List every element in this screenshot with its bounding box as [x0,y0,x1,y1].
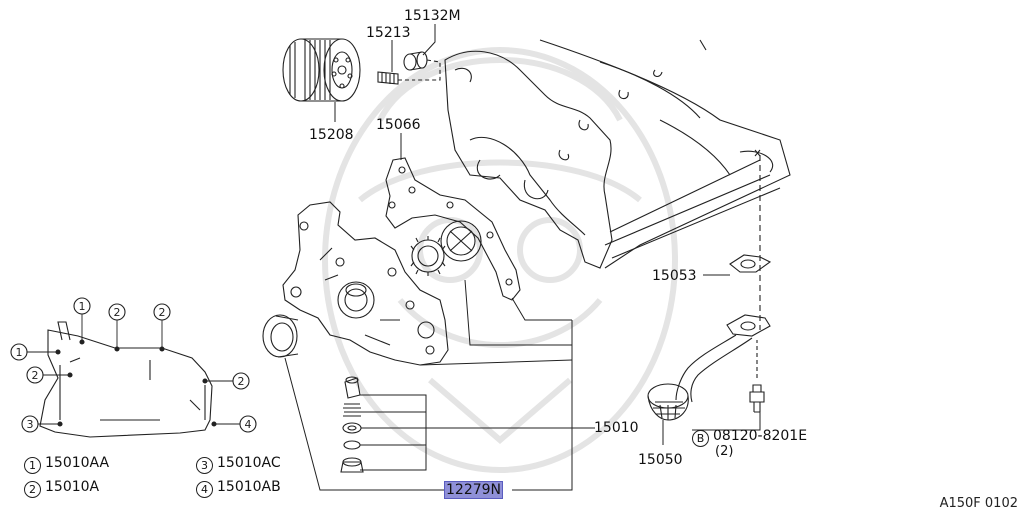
legend-part-3: 15010AC [217,455,281,471]
gasket-15066-drawing [385,157,521,301]
part-label-15066[interactable]: 15066 [376,117,421,133]
strainer-gasket-drawing [729,254,772,273]
legend-num-4: 4 [196,481,213,498]
inset-callout-2b: 2 [159,306,166,319]
figure-code: A150F 0102 [939,496,1018,511]
oil-filter-drawing [282,38,361,102]
inset-callout-2c: 2 [32,369,39,382]
part-label-12279n-highlighted[interactable]: 12279N [443,481,504,499]
legend-part-2: 15010A [45,479,100,495]
bolt-quantity: (2) [715,444,734,459]
inset-callout-1a: 1 [79,300,86,313]
part-label-15208[interactable]: 15208 [309,127,354,143]
valve-parts-stack-drawing [340,376,364,473]
bolt-drawing [749,340,765,413]
part-label-15132m[interactable]: 15132M [404,8,461,24]
inset-callout-4: 4 [245,418,252,431]
leader-lines [284,24,761,491]
strainer-drawing [647,314,771,421]
legend-part-4: 15010AB [217,479,281,495]
inset-callout-3: 3 [27,418,34,431]
part-label-15050[interactable]: 15050 [638,452,683,468]
bolt-marker-b: B [692,430,709,447]
part-label-15010[interactable]: 15010 [594,420,639,436]
pump-gears-drawing [410,220,482,276]
legend-num-1: 1 [24,457,41,474]
watermark-emblem [322,47,678,473]
bolt-location-inset: 1 2 2 1 2 2 3 4 [10,297,257,438]
inset-callout-2a: 2 [114,306,121,319]
front-seal-drawing [262,314,299,358]
engine-block [444,39,791,269]
oil-pump-body-drawing [282,201,449,366]
bolt-part-number: 08120-8201E [713,428,808,444]
part-label-15213[interactable]: 15213 [366,25,411,41]
legend-num-2: 2 [24,481,41,498]
inset-callout-1b: 1 [16,346,23,359]
legend-part-1: 15010AA [45,455,110,471]
part-label-15053[interactable]: 15053 [652,268,697,284]
legend-num-3: 3 [196,457,213,474]
inset-callout-2d: 2 [238,375,245,388]
relief-valve-drawing [403,51,441,81]
connector-15213-drawing [377,71,412,85]
